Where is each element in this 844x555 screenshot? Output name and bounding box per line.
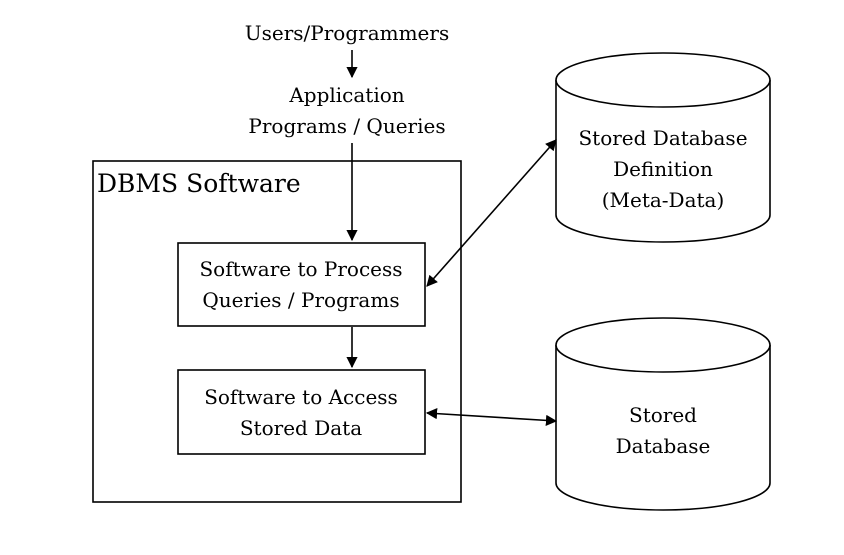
process-box-line2: Queries / Programs [202,288,399,312]
access-box-line2: Stored Data [240,416,362,440]
process-box-line1: Software to Process [199,257,402,281]
access-stored-data-box [177,369,426,455]
dbms-software-title: DBMS Software [97,169,301,198]
arrow-process-meta-bidirectional [426,139,557,287]
users-programmers-label: Users/Programmers [245,21,449,45]
meta-db-line1: Stored Database [578,126,747,150]
access-box-line1: Software to Access [204,385,398,409]
meta-db-line2: Definition [613,157,713,181]
stored-db-line1: Stored [629,403,697,427]
application-label-line1: Application [288,83,404,107]
meta-data-cylinder [555,52,771,243]
stored-db-line2: Database [616,434,711,458]
arrow-access-stored-bidirectional [425,408,558,426]
meta-db-line3: (Meta-Data) [602,188,725,212]
stored-database-cylinder [555,317,771,511]
process-queries-box [177,242,426,327]
application-label-line2: Programs / Queries [248,114,445,138]
